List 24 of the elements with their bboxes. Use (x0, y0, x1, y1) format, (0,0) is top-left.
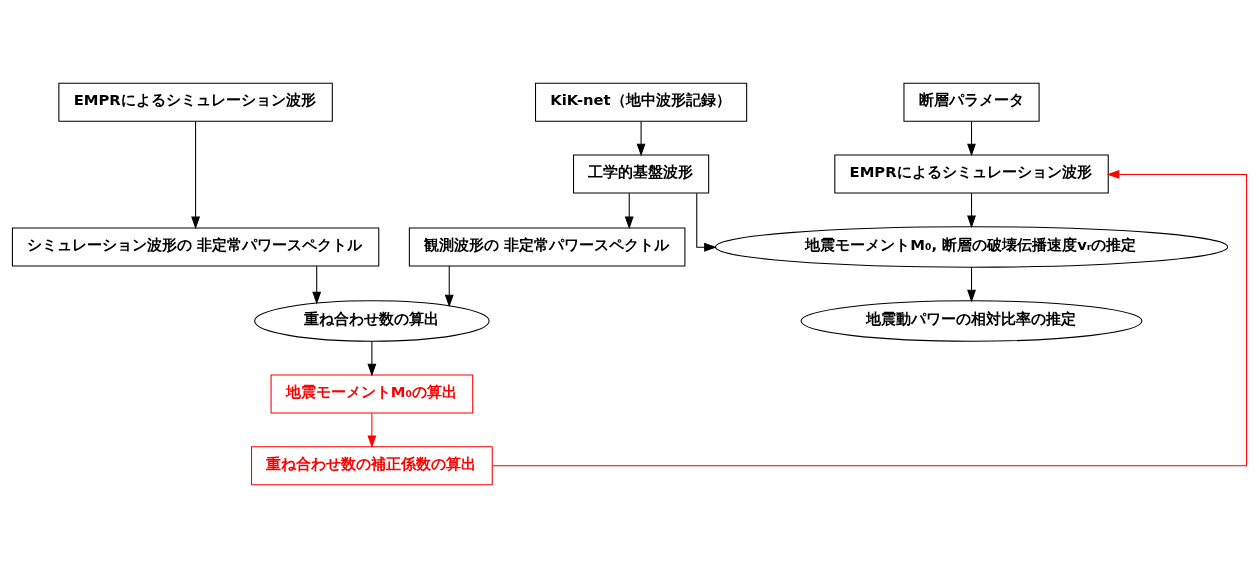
node-box: 断層パラメータ (903, 82, 1040, 122)
node-ellipse: 地震動パワーの相対比率の推定 (800, 300, 1143, 342)
arrow (624, 192, 634, 230)
node-box: 観測波形の 非定常パワースペクトル (408, 227, 686, 267)
node-box: KiK-net（地中波形記録） (535, 82, 748, 122)
arrow (312, 265, 322, 305)
arrow (492, 169, 1248, 467)
arrow (367, 412, 377, 449)
arrow (696, 192, 717, 252)
node-ellipse: 重ね合わせ数の算出 (254, 300, 490, 342)
node-box: EMPRによるシミュレーション波形 (58, 82, 333, 122)
node-box: 工学的基盤波形 (573, 154, 710, 194)
node-box: EMPRによるシミュレーション波形 (834, 154, 1109, 194)
arrow (636, 120, 646, 157)
arrow (367, 340, 377, 377)
node-box: シミュレーション波形の 非定常パワースペクトル (11, 227, 380, 267)
node-ellipse: 地震モーメントM₀, 断層の破壊伝播速度vᵣの推定 (714, 226, 1229, 268)
node-box: 地震モーメントM₀の算出 (270, 374, 474, 414)
arrow (967, 266, 976, 303)
node-box: 重ね合わせ数の補正係数の算出 (251, 446, 493, 486)
arrow (967, 192, 976, 229)
arrow (191, 120, 201, 230)
arrow (444, 265, 454, 308)
arrow (967, 120, 976, 157)
